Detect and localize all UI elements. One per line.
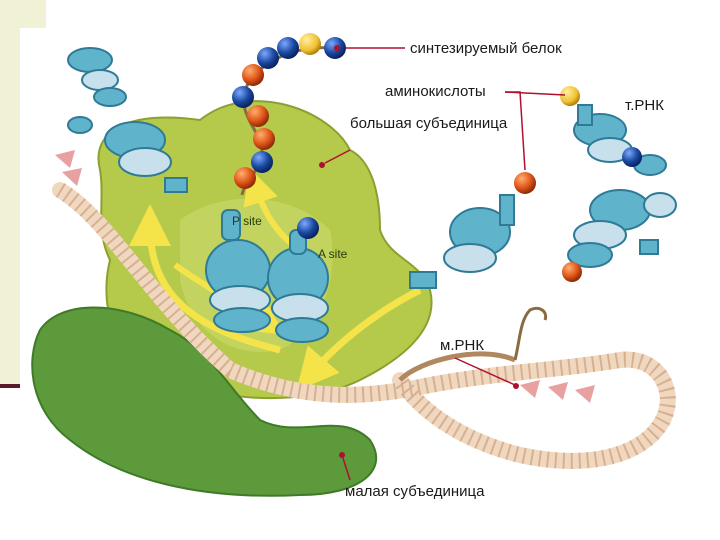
label-a-site: A site bbox=[318, 247, 348, 261]
trna-free bbox=[567, 189, 677, 268]
amino-acid-free-yellow bbox=[560, 86, 580, 106]
leader-lines bbox=[324, 47, 566, 481]
trna-free bbox=[573, 104, 667, 176]
label-p-site: P site bbox=[232, 214, 262, 228]
label-protein: синтезируемый белок bbox=[410, 40, 562, 57]
trna-molecule-icon bbox=[67, 47, 127, 107]
leader-dots bbox=[319, 45, 519, 458]
label-amino-acids: аминокислоты bbox=[385, 83, 486, 100]
amino-acid-free-orange bbox=[562, 262, 582, 282]
label-small-subunit: малая субъединица bbox=[345, 483, 485, 500]
small-subunit-body bbox=[31, 306, 377, 497]
label-trna: т.РНК bbox=[625, 97, 664, 114]
mrna-strand-icon bbox=[52, 182, 676, 469]
amino-acid-free-blue bbox=[622, 147, 642, 167]
mrna-direction-marks bbox=[55, 150, 595, 403]
trna-incoming bbox=[409, 194, 515, 289]
label-large-subunit: большая субъединица bbox=[350, 115, 508, 132]
trna-molecule-icon bbox=[67, 116, 188, 193]
label-mrna: м.РНК bbox=[440, 337, 484, 354]
amino-acid-incoming bbox=[514, 172, 536, 194]
amino-acid-bead-icon bbox=[232, 33, 346, 196]
flow-arrow-icon bbox=[129, 204, 281, 354]
trna-a-site bbox=[267, 229, 329, 343]
flow-arrow-icon bbox=[296, 286, 422, 391]
amino-acid-a-site bbox=[297, 217, 319, 239]
trna-p-site bbox=[205, 209, 271, 333]
